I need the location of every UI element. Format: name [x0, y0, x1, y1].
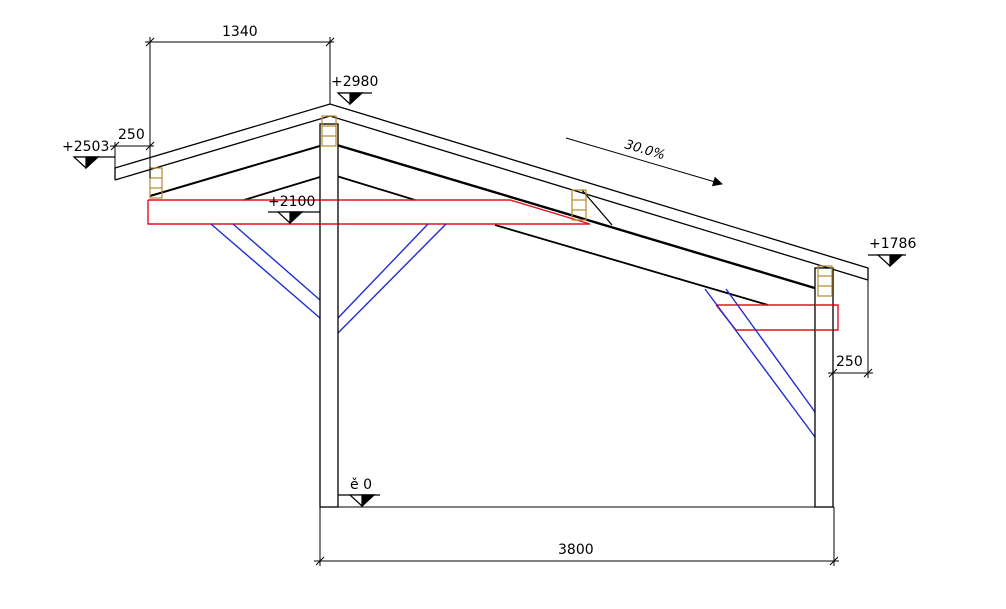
slope-arrow — [565, 137, 723, 187]
right-rafter-bottom — [494, 224, 769, 306]
left-brace-2 — [232, 223, 321, 301]
left-rafter-bottom — [243, 173, 331, 201]
dimension-lines — [110, 37, 873, 566]
elevation-right-eave: +1786 — [869, 236, 916, 252]
dimension-left: 250 — [118, 127, 145, 143]
dimension-top: 1340 — [222, 24, 258, 40]
elevation-ground: ě 0 — [350, 477, 372, 493]
elevation-marker-left-eave — [72, 156, 115, 170]
dimension-span: 3800 — [558, 542, 594, 558]
elevation-left-eave: +2503 — [62, 139, 109, 155]
left-rafter-top — [149, 142, 331, 197]
strut-diagonal — [581, 189, 613, 226]
center-brace-2 — [337, 223, 447, 334]
right-post — [814, 267, 834, 508]
elevation-beam: +2100 — [268, 194, 315, 210]
dimension-right: 250 — [836, 354, 863, 370]
elevation-markers — [72, 92, 906, 508]
braces — [210, 223, 816, 438]
center-brace-1 — [337, 223, 429, 319]
roof-underside — [114, 115, 869, 281]
elevation-marker-ridge — [336, 92, 372, 106]
purlin-middle — [571, 189, 587, 221]
inner-rafter-bottom — [329, 173, 416, 201]
elevation-marker-ground — [338, 494, 380, 508]
right-brace-2 — [725, 288, 816, 413]
right-brace-1 — [704, 288, 816, 438]
purlin-blocks — [149, 115, 833, 297]
elevation-marker-beam — [268, 211, 320, 225]
main-beam — [147, 199, 591, 225]
right-rafter-top — [329, 141, 819, 291]
purlin-left — [149, 167, 163, 199]
rafters — [149, 141, 819, 306]
posts — [319, 123, 834, 508]
beam-overlay — [320, 199, 833, 331]
slope-label: 30.0% — [623, 137, 667, 163]
purlin-right — [817, 265, 833, 297]
elevation-marker-right-eave — [868, 254, 906, 268]
left-brace-1 — [210, 223, 321, 319]
purlin-ridge — [321, 115, 337, 147]
elevation-ridge: +2980 — [331, 74, 378, 90]
center-post — [319, 123, 339, 508]
